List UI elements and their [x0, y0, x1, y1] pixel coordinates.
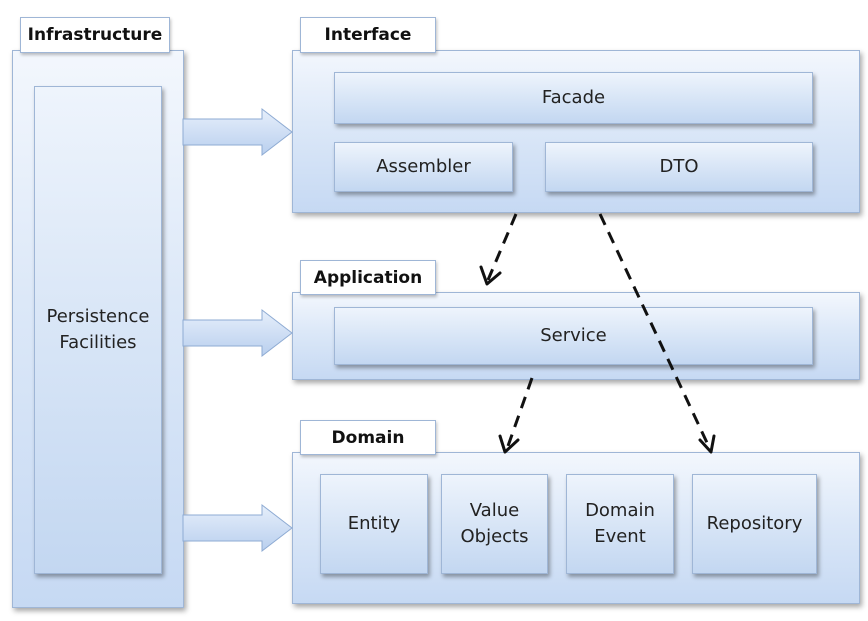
- repository-box: Repository: [692, 474, 817, 574]
- arrowhead-value-objects: [498, 434, 520, 454]
- dependency-arrow-service-to-value-objects: [506, 377, 534, 447]
- entity-box: Entity: [320, 474, 428, 574]
- assembler-box: Assembler: [334, 142, 513, 192]
- support-label-application: support: [200, 324, 258, 342]
- arrowhead-repository: [698, 434, 716, 454]
- service-box: Service: [334, 307, 813, 365]
- value-objects-box: Value Objects: [441, 474, 548, 574]
- facade-box: Facade: [334, 72, 813, 124]
- persistence-facilities-box: Persistence Facilities: [34, 86, 162, 574]
- interface-layer-title: Interface: [300, 17, 436, 53]
- infrastructure-layer-title: Infrastructure: [20, 17, 170, 53]
- dto-box: DTO: [545, 142, 813, 192]
- domain-layer-title: Domain: [300, 420, 436, 455]
- support-label-domain: support: [200, 519, 258, 537]
- domain-event-box: Domain Event: [566, 474, 674, 574]
- arrowhead-service: [479, 265, 502, 286]
- support-label-interface: support: [200, 123, 258, 141]
- application-layer-title: Application: [300, 260, 436, 295]
- dependency-arrow-assembler-to-service: [486, 213, 518, 281]
